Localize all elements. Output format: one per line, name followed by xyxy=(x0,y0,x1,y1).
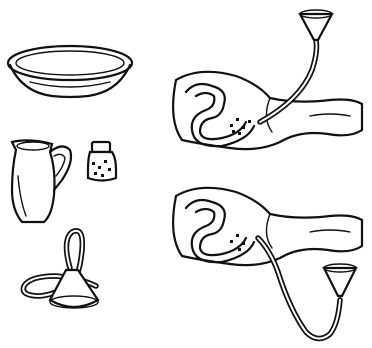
medicine-jar-icon xyxy=(88,142,116,181)
enema-drain-icon xyxy=(173,188,362,339)
funnel-tube-icon xyxy=(23,231,98,308)
basin-icon xyxy=(8,46,132,97)
pitcher-icon xyxy=(12,140,71,222)
enema-fill-icon xyxy=(173,10,362,149)
